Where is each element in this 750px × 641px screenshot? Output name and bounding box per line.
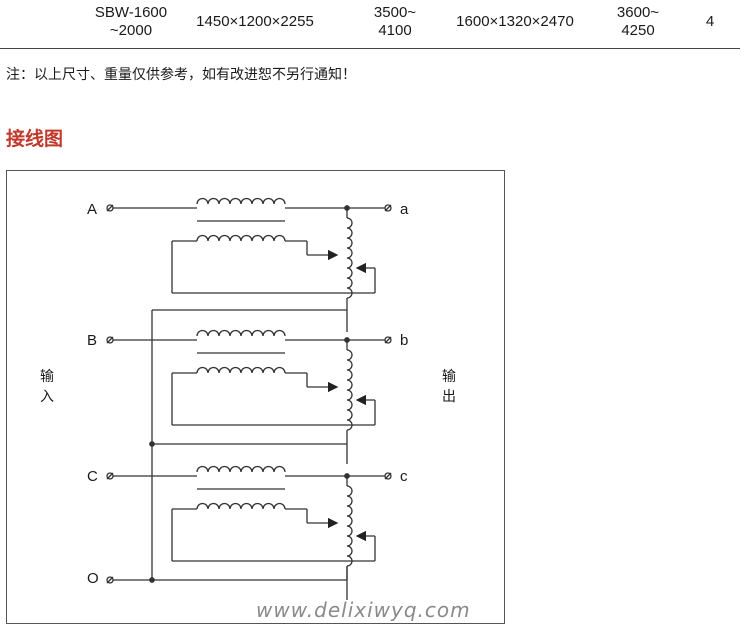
terminal-b-out-slash: [384, 336, 392, 344]
terminal-label-b: b: [400, 332, 409, 349]
terminal-label-a: a: [400, 201, 409, 218]
terminal-O-in-slash: [106, 576, 114, 584]
regulator-coil-B: [346, 349, 353, 431]
input-side-label: 输入: [40, 369, 54, 405]
weight-cell-1: 3500~ 4100: [373, 4, 417, 39]
series-coil-C: [196, 465, 286, 473]
regulator-coil-A: [346, 217, 353, 299]
excitation-coil-A: [196, 234, 286, 242]
model-cell: SBW-1600 ~2000: [94, 4, 168, 39]
terminal-C-in-slash: [106, 472, 114, 480]
terminal-a-out-slash: [384, 204, 392, 212]
excitation-coil-C: [196, 502, 286, 510]
terminal-label-c: c: [400, 468, 408, 485]
terminal-label-C: C: [87, 468, 98, 485]
section-title: 接线图: [6, 128, 64, 150]
terminal-label-A: A: [87, 201, 98, 218]
dimension-cell-2: 1600×1320×2470: [456, 13, 574, 30]
dimension-cell-1: 1450×1200×2255: [196, 13, 314, 30]
count-cell: 4: [705, 13, 715, 30]
excitation-coil-B: [196, 366, 286, 374]
series-coil-B: [196, 329, 286, 337]
weight-cell-2: 3600~ 4250: [616, 4, 660, 39]
terminal-c-out-slash: [384, 472, 392, 480]
disclaimer-note: 注：以上尺寸、重量仅供参考，如有改进恕不另行通知！: [6, 67, 356, 83]
wiring-diagram-svg: [106, 197, 392, 600]
terminal-label-B: B: [87, 332, 98, 349]
terminal-B-in-slash: [106, 336, 114, 344]
terminal-A-in-slash: [106, 204, 114, 212]
spec-table-row: SBW-1600 ~2000 1450×1200×2255 3500~ 4100…: [0, 0, 740, 49]
series-coil-A: [196, 197, 286, 205]
output-side-label: 输出: [442, 369, 456, 405]
regulator-coil-C: [346, 485, 353, 567]
terminal-label-O: O: [87, 570, 99, 587]
wiring-diagram: A B C O a b c 输入 输出: [6, 170, 505, 624]
watermark-text: www.delixiwyq.com: [256, 598, 471, 622]
